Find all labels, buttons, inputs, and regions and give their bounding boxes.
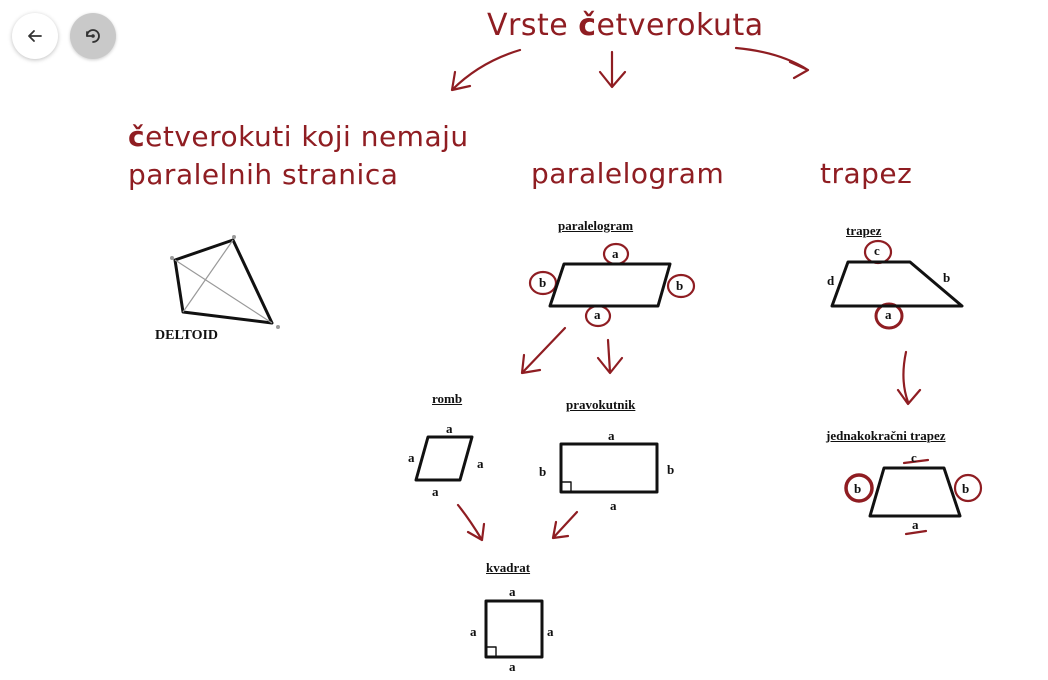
- trapez-side-a: a: [885, 307, 892, 322]
- heading-no-parallel-line2: paralelnih stranica: [128, 158, 399, 191]
- deltoid-vertex-dot: [276, 325, 280, 329]
- kvadrat-side-right: a: [547, 624, 554, 639]
- isosceles-trapezoid-side-b-left: b: [854, 481, 862, 496]
- circle-isosceles-b-right: [953, 473, 983, 503]
- kvadrat-side-bottom: a: [509, 659, 516, 674]
- arrow-to-trapezoid: [734, 46, 810, 80]
- underline-isosceles-a: [904, 529, 928, 536]
- circle-isosceles-b-left: [844, 473, 874, 503]
- pravokutnik-right-angle: [561, 481, 572, 492]
- deltoid-diagonal-2: [182, 239, 234, 313]
- arrow-to-isosceles-trapezoid: [896, 350, 922, 406]
- romb-side-left: a: [408, 450, 415, 465]
- circle-parallelogram-b-right: [666, 273, 696, 299]
- paralelogram-side-a-bottom: a: [594, 307, 601, 322]
- paralelogram-side-a-top: a: [612, 246, 619, 261]
- arrow-left-icon: [28, 30, 42, 42]
- underline-isosceles-c: [902, 458, 930, 465]
- trapez-side-d: d: [827, 273, 835, 288]
- romb-side-right: a: [477, 456, 484, 471]
- arrow-to-romb: [520, 326, 567, 375]
- paralelogram-side-b-right: b: [676, 278, 684, 293]
- kvadrat-side-left: a: [470, 624, 477, 639]
- pravokutnik-side-a-bottom: a: [610, 498, 617, 513]
- trapez-shape: [830, 260, 964, 308]
- romb-label: romb: [432, 391, 463, 406]
- back-button[interactable]: [12, 13, 58, 59]
- deltoid-shape: [173, 238, 274, 325]
- paralelogram-shape: [548, 262, 672, 308]
- arrow-pravokutnik-to-kvadrat: [551, 510, 579, 540]
- kvadrat-side-top: a: [509, 584, 516, 599]
- pravokutnik-shape: [559, 442, 659, 494]
- isosceles-trapezoid-side-a: a: [912, 517, 919, 532]
- deltoid-diagonal-1: [174, 259, 273, 324]
- deltoid-vertex-dot: [170, 256, 174, 260]
- pravokutnik-side-a-top: a: [608, 428, 615, 443]
- isosceles-trapezoid-label: jednakokračni trapez: [826, 428, 946, 443]
- heading-parallelogram: paralelogram: [531, 157, 725, 190]
- romb-shape: [414, 435, 474, 482]
- deltoid-label: DELTOID: [155, 328, 219, 343]
- isosceles-trapezoid-side-b-right: b: [962, 481, 970, 496]
- circle-parallelogram-b-left: [528, 270, 558, 296]
- heading-no-parallel-line1: četverokuti koji nemaju: [128, 120, 469, 153]
- circle-trapez-a: [874, 302, 904, 330]
- arrow-to-pravokutnik: [596, 338, 624, 375]
- heading-trapezoid: trapez: [820, 157, 913, 190]
- paralelogram-label: paralelogram: [558, 218, 634, 233]
- kvadrat-label: kvadrat: [486, 560, 531, 575]
- kvadrat-shape: [484, 599, 544, 659]
- arrow-to-left-category: [450, 48, 522, 92]
- pravokutnik-side-b-left: b: [539, 464, 547, 479]
- arrow-to-parallelogram: [598, 50, 627, 89]
- deltoid-vertex-dot: [232, 235, 236, 239]
- trapez-label: trapez: [846, 223, 882, 238]
- heading-no-parallel-sides: četverokuti koji nemaju paralelnih stran…: [128, 118, 469, 194]
- page-title: Vrste četverokuta: [487, 8, 764, 43]
- pravokutnik-label: pravokutnik: [566, 397, 636, 412]
- romb-side-top: a: [446, 421, 453, 436]
- trapez-side-c: c: [874, 243, 880, 258]
- kvadrat-right-angle: [486, 646, 497, 657]
- isosceles-trapezoid-shape: [868, 466, 962, 518]
- refresh-button[interactable]: [70, 13, 116, 59]
- romb-side-bottom: a: [432, 484, 439, 499]
- paralelogram-side-b-left: b: [539, 275, 547, 290]
- pravokutnik-side-b-right: b: [667, 462, 675, 477]
- refresh-icon: [86, 29, 100, 43]
- trapez-side-b: b: [943, 270, 951, 285]
- isosceles-trapezoid-side-c: c: [911, 450, 917, 465]
- arrow-romb-to-kvadrat: [456, 503, 486, 542]
